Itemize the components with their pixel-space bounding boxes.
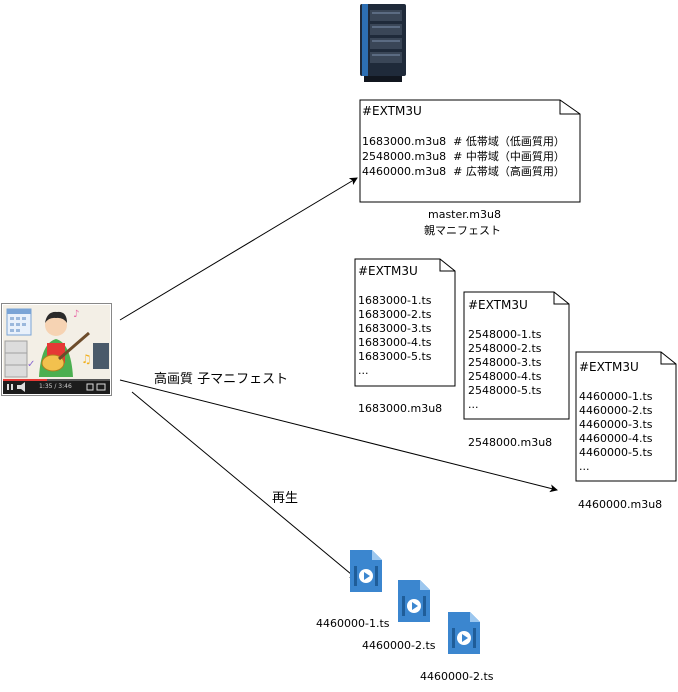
segment-2-caption: 4460000-2.ts: [362, 639, 436, 652]
master-manifest-header: #EXTM3U: [362, 104, 422, 118]
playlist-2-line-5: 2548000-5.ts: [468, 384, 542, 397]
master-caption-file: master.m3u8: [428, 208, 501, 221]
master-caption-desc: 親マニフェスト: [424, 224, 501, 237]
server-rack-icon: [358, 0, 408, 84]
video-file-icon: [396, 578, 432, 624]
playlist-1-line-5: 1683000-5.ts: [358, 350, 432, 363]
playlist-1-line-6: ...: [358, 364, 369, 377]
playlist-3-line-4: 4460000-4.ts: [579, 432, 653, 445]
playlist-1-line-3: 1683000-3.ts: [358, 322, 432, 335]
playlist-2-line-6: ...: [468, 398, 479, 411]
master-manifest-line-1: 1683000.m3u8 # 低帯域（低画質用）: [362, 135, 565, 148]
video-player-icon: ♪ ♫ ✓ 1:35 / 3:46: [1, 303, 112, 396]
arrow-to-master: [119, 177, 358, 321]
playlist-3-line-5: 4460000-5.ts: [579, 446, 653, 459]
playlist-2-caption: 2548000.m3u8: [468, 436, 553, 449]
playlist-3-header: #EXTM3U: [579, 360, 639, 374]
playlist-2-line-4: 2548000-4.ts: [468, 370, 542, 383]
playlist-3-line-2: 4460000-2.ts: [579, 404, 653, 417]
playlist-doc-shape-2: [463, 291, 570, 420]
playlist-doc-shape-1: [354, 258, 456, 387]
arrow-to-high-quality-playlist: [119, 379, 558, 493]
video-file-icon: [348, 548, 384, 594]
master-manifest-line-2: 2548000.m3u8 # 中帯域（中画質用）: [362, 150, 565, 163]
playlist-3-line-3: 4460000-3.ts: [579, 418, 653, 431]
segment-1-caption: 4460000-1.ts: [316, 617, 390, 630]
master-manifest-line-3: 4460000.m3u8 # 広帯域（高画質用）: [362, 165, 565, 178]
playlist-1-line-4: 1683000-4.ts: [358, 336, 432, 349]
video-file-icon: [446, 610, 482, 656]
playlist-2-line-2: 2548000-2.ts: [468, 342, 542, 355]
player-time: 1:35 / 3:46: [39, 383, 72, 390]
playlist-1-line-1: 1683000-1.ts: [358, 294, 432, 307]
master-doc-shape: [359, 99, 581, 203]
play-edge-label: 再生: [272, 491, 299, 506]
playlist-3-line-6: ...: [579, 460, 590, 473]
playlist-3-caption: 4460000.m3u8: [578, 498, 663, 511]
playlist-2-header: #EXTM3U: [468, 298, 528, 312]
playlist-3-line-1: 4460000-1.ts: [579, 390, 653, 403]
child-manifest-edge-label: 高画質 子マニフェスト: [154, 372, 289, 387]
playlist-2-line-1: 2548000-1.ts: [468, 328, 542, 341]
svg-text:♫: ♫: [81, 352, 92, 366]
arrow-to-segments: [131, 391, 358, 580]
segment-3-caption: 4460000-2.ts: [420, 670, 494, 683]
svg-text:✓: ✓: [27, 359, 35, 370]
svg-text:♪: ♪: [73, 309, 79, 320]
playlist-1-header: #EXTM3U: [358, 264, 418, 278]
playlist-1-caption: 1683000.m3u8: [358, 402, 443, 415]
playlist-doc-shape-3: [575, 351, 677, 482]
playlist-1-line-2: 1683000-2.ts: [358, 308, 432, 321]
playlist-2-line-3: 2548000-3.ts: [468, 356, 542, 369]
